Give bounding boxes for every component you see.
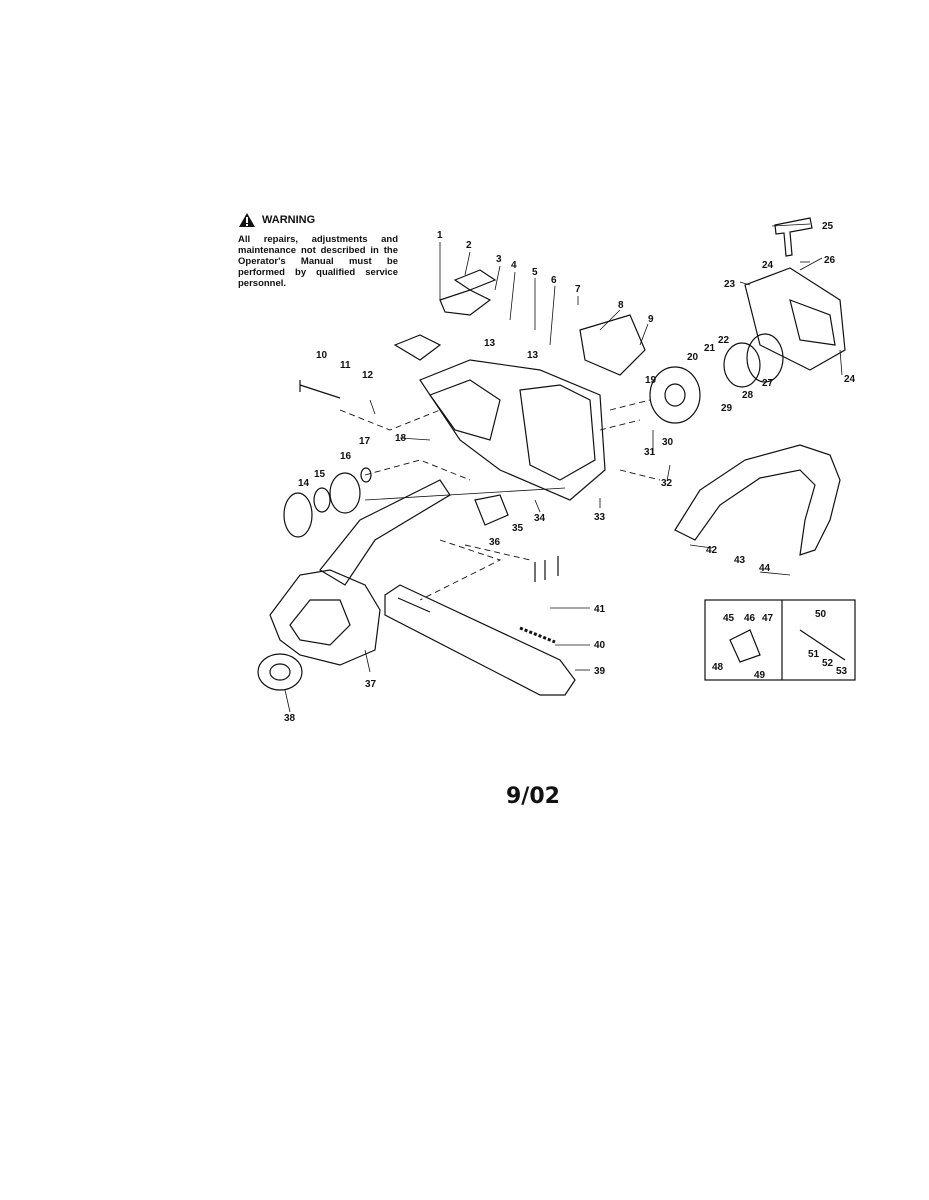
callout-49: 49 bbox=[754, 670, 766, 681]
callout-20: 20 bbox=[687, 352, 699, 363]
callout-19: 19 bbox=[645, 375, 657, 386]
callout-24a: 24 bbox=[762, 260, 774, 271]
cover-part-2 bbox=[453, 269, 497, 291]
pulley bbox=[746, 333, 784, 383]
bar-nut-knob bbox=[257, 653, 303, 691]
callout-14: 14 bbox=[298, 478, 310, 489]
callout-47: 47 bbox=[762, 613, 774, 624]
callout-31: 31 bbox=[644, 447, 656, 458]
callout-10: 10 bbox=[316, 350, 328, 361]
callout-33: 33 bbox=[594, 512, 606, 523]
callout-28: 28 bbox=[742, 390, 754, 401]
callout-23: 23 bbox=[724, 279, 736, 290]
callout-38: 38 bbox=[284, 713, 296, 724]
guide-bar bbox=[384, 584, 576, 696]
callout-13a: 13 bbox=[484, 338, 496, 349]
callout-51: 51 bbox=[808, 649, 820, 660]
warning-triangle-icon bbox=[239, 213, 255, 227]
callout-25: 25 bbox=[822, 221, 834, 232]
throttle-lever bbox=[393, 334, 442, 361]
callout-3: 3 bbox=[496, 254, 502, 265]
callout-39: 39 bbox=[594, 666, 606, 677]
callout-35: 35 bbox=[512, 523, 524, 534]
cover-part-1 bbox=[439, 289, 492, 316]
callout-27: 27 bbox=[762, 378, 774, 389]
callout-24b: 24 bbox=[844, 374, 856, 385]
clutch-hub bbox=[723, 342, 761, 388]
callout-44: 44 bbox=[759, 563, 771, 574]
callout-46: 46 bbox=[744, 613, 756, 624]
callout-7: 7 bbox=[575, 284, 581, 295]
callout-13b: 13 bbox=[527, 350, 539, 361]
callout-12: 12 bbox=[362, 370, 374, 381]
callout-43: 43 bbox=[734, 555, 746, 566]
callout-15: 15 bbox=[314, 469, 326, 480]
callout-22: 22 bbox=[718, 335, 730, 346]
crankcase bbox=[519, 384, 596, 481]
front-handle bbox=[674, 444, 841, 556]
callout-2: 2 bbox=[466, 240, 472, 251]
callout-32: 32 bbox=[661, 478, 673, 489]
bar-studs bbox=[534, 556, 559, 582]
starter-handle bbox=[774, 217, 813, 257]
callout-26: 26 bbox=[824, 255, 836, 266]
callout-21: 21 bbox=[704, 343, 716, 354]
callout-53: 53 bbox=[836, 666, 848, 677]
callout-42: 42 bbox=[706, 545, 718, 556]
callout-34: 34 bbox=[534, 513, 546, 524]
callout-50: 50 bbox=[815, 609, 827, 620]
callout-1: 1 bbox=[437, 230, 443, 241]
warning-notice: WARNING All repairs, adjustments and mai… bbox=[238, 212, 398, 289]
drawing bbox=[257, 217, 856, 713]
callout-40: 40 bbox=[594, 640, 606, 651]
callout-29: 29 bbox=[721, 403, 733, 414]
callout-6: 6 bbox=[551, 275, 557, 286]
callout-9: 9 bbox=[648, 314, 654, 325]
warning-title: WARNING bbox=[262, 214, 316, 226]
sprocket bbox=[329, 472, 361, 514]
date-code: 9/02 bbox=[506, 784, 560, 809]
callout-8: 8 bbox=[618, 300, 624, 311]
clutch-cover bbox=[269, 569, 381, 666]
callout-11: 11 bbox=[340, 360, 351, 371]
callout-4: 4 bbox=[511, 260, 517, 271]
callout-30: 30 bbox=[662, 437, 674, 448]
callout-17: 17 bbox=[359, 436, 371, 447]
callout-45: 45 bbox=[723, 613, 735, 624]
inset-box bbox=[704, 599, 856, 681]
flywheel bbox=[649, 366, 701, 424]
callout-18: 18 bbox=[395, 433, 407, 444]
starter-housing bbox=[744, 267, 846, 371]
clutch-drum bbox=[283, 492, 313, 538]
callout-numbers: 1 2 3 4 5 6 7 8 9 10 11 12 13 13 14 15 1… bbox=[284, 221, 856, 724]
saw-chain bbox=[519, 626, 556, 644]
warning-text: All repairs, adjustments and maintenance… bbox=[238, 234, 398, 289]
callout-16: 16 bbox=[340, 451, 352, 462]
adjuster-plate bbox=[474, 494, 509, 526]
rear-handle bbox=[429, 379, 501, 441]
handle-bolt bbox=[299, 380, 341, 399]
callout-52: 52 bbox=[822, 658, 834, 669]
callout-5: 5 bbox=[532, 267, 538, 278]
shroud bbox=[579, 314, 646, 376]
engine-housing bbox=[419, 359, 606, 501]
callout-41: 41 bbox=[594, 604, 606, 615]
callout-36: 36 bbox=[489, 537, 501, 548]
callout-48: 48 bbox=[712, 662, 724, 673]
callout-37: 37 bbox=[365, 679, 377, 690]
